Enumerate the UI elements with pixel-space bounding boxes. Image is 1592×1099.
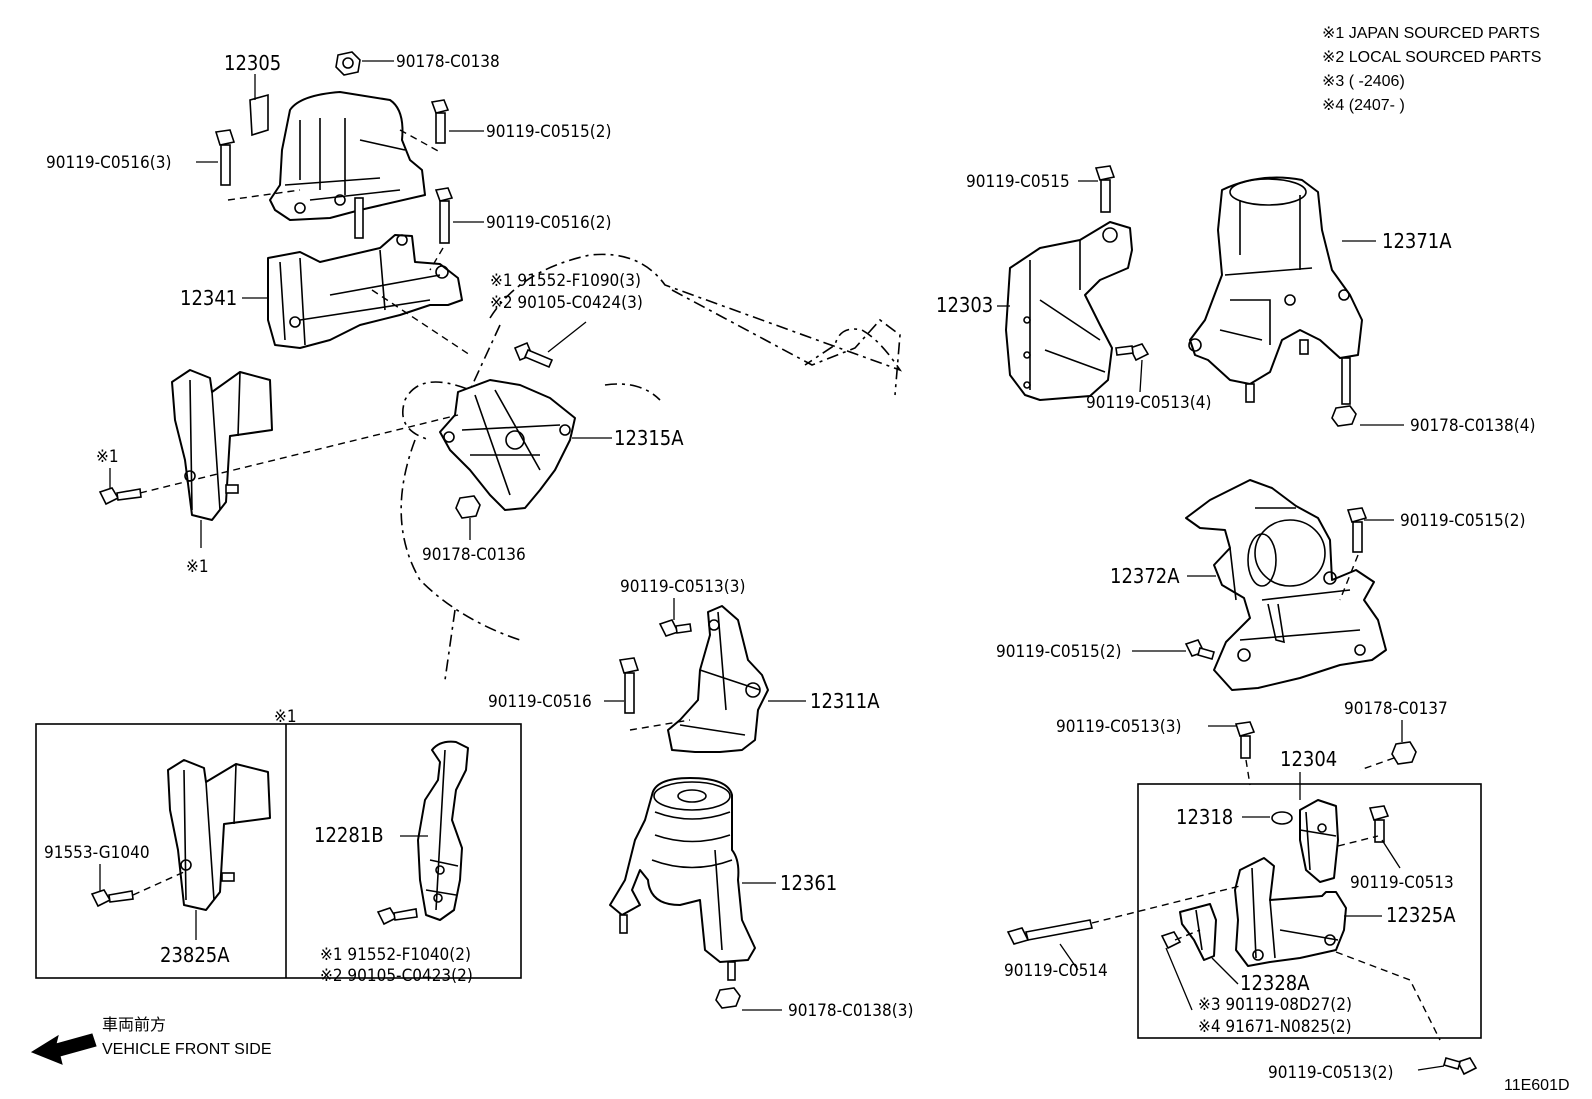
bolt-90119-C0513-2-bot[interactable] [1443,1057,1478,1076]
bolt-90119-C0516-mid[interactable] [618,657,640,714]
bolt-91553-G1040[interactable] [90,889,134,908]
label-90178-C0138-3: 90178-C0138(3) [788,1001,913,1021]
stud-12305 [354,197,364,239]
vehicle-front-arrow-icon [30,1033,97,1065]
label-90119-C0513-r: 90119-C0513 [1350,873,1454,893]
bolt-90119-C0513-3-mid[interactable] [658,619,692,637]
label-90178-C0138-top: 90178-C0138 [396,52,500,72]
label-12303: 12303 [936,293,993,317]
part-12372A-mount[interactable] [1185,479,1387,691]
part-12325A-bracket[interactable] [1234,857,1347,967]
label-91552-F1040: ※1 91552-F1040(2) [320,945,471,965]
part-12305-bracket[interactable] [249,91,426,221]
box-12304 [1137,783,1482,1039]
label-12325A: 12325A [1386,903,1456,927]
label-12371A: 12371A [1382,229,1452,253]
bolt-left-mark1[interactable] [98,487,142,506]
label-90178-C0136: 90178-C0136 [422,545,526,565]
legend-note-4: ※4 (2407- ) [1322,97,1405,114]
label-90105-C0423: ※2 90105-C0423(2) [320,966,473,986]
bolt-90119-C0513-3-r[interactable] [1234,721,1256,759]
label-23825A: 23825A [160,943,230,967]
engine-outline [400,253,903,681]
label-12305: 12305 [224,51,281,75]
leader-lines [99,60,1445,1071]
part-12281B-bracket[interactable] [417,740,469,921]
label-mark1-a: ※1 [96,447,119,467]
label-90178-C0138-4: 90178-C0138(4) [1410,416,1535,436]
nut-90178-C0138-3[interactable] [715,987,741,1009]
part-12311A-bracket[interactable] [667,605,769,753]
label-90119-C0513-4: 90119-C0513(4) [1086,393,1211,413]
bolt-90119-C0516-3[interactable] [214,129,236,186]
stud-12361 [727,961,736,981]
label-90178-C0137: 90178-C0137 [1344,699,1448,719]
label-12304: 12304 [1280,747,1337,771]
label-91552-F1090: ※1 91552-F1090(3) [490,271,641,291]
legend: ※1 JAPAN SOURCED PARTS ※2 LOCAL SOURCED … [1322,25,1541,114]
label-90119-C0515-r: 90119-C0515 [966,172,1070,192]
mark1-box [35,723,522,979]
bolt-90119-C0515-2-l[interactable] [1184,639,1215,660]
bolt-90119-C0513-r[interactable] [1368,805,1390,843]
bolt-90119-C0513-4[interactable] [1115,343,1150,362]
label-90105-C0424: ※2 90105-C0424(3) [490,293,643,313]
nut-90178-C0138-4[interactable] [1331,357,1357,427]
bolt-90119-C0515-r[interactable] [1094,165,1116,213]
label-mark1-b: ※1 [186,557,209,577]
part-12361-mount[interactable] [609,777,756,963]
label-90119-C0516-mid: 90119-C0516 [488,692,592,712]
label-90119-C0515-2-top: 90119-C0515(2) [486,122,611,142]
bolt-90119-C0515-2-r[interactable] [1346,507,1368,553]
label-90119-C0513-3-r: 90119-C0513(3) [1056,717,1181,737]
front-side-label-en: VEHICLE FRONT SIDE [102,1041,272,1058]
label-90119-C0513-3-mid: 90119-C0513(3) [620,577,745,597]
bolt-90119-C0515-top[interactable] [430,99,450,144]
bolt-91552-F1090[interactable] [513,341,554,369]
front-side-label-jp: 車両前方 [102,1016,166,1034]
bolt-90119-08D27[interactable] [1160,931,1182,950]
part-12318-bracket[interactable] [1271,799,1339,883]
label-12315A: 12315A [614,426,684,450]
label-90119-C0516-2: 90119-C0516(2) [486,213,611,233]
label-12318: 12318 [1176,805,1233,829]
bolt-90119-C0516-2[interactable] [434,187,454,244]
part-12371A-mount[interactable] [1188,176,1363,403]
legend-note-3: ※3 ( -2406) [1322,73,1405,90]
legend-note-1: ※1 JAPAN SOURCED PARTS [1322,25,1540,42]
part-12315A-bracket[interactable] [439,379,576,511]
label-12311A: 12311A [810,689,880,713]
part-12328A-bracket[interactable] [1179,903,1217,961]
label-12361: 12361 [780,871,837,895]
nut-90178-C0136[interactable] [455,495,481,519]
part-12341-bracket[interactable] [267,234,463,349]
label-12328A: 12328A [1240,971,1310,995]
label-90119-C0515-2-r: 90119-C0515(2) [1400,511,1525,531]
part-left-bracket-mark1[interactable] [171,369,273,521]
part-23825A-bracket[interactable] [167,759,271,911]
nut-90178-C0137[interactable] [1391,741,1417,765]
label-90119-C0513-2-bot: 90119-C0513(2) [1268,1063,1393,1083]
diagram-code: 11E601D [1504,1077,1570,1094]
legend-note-2: ※2 LOCAL SOURCED PARTS [1322,49,1541,66]
label-90119-C0514: 90119-C0514 [1004,961,1108,981]
part-labels: 12305 90178-C0138 90119-C0515(2) 90119-C… [44,51,1570,1094]
label-90119-C0515-2-l: 90119-C0515(2) [996,642,1121,662]
stud-12361-left [619,914,628,934]
label-90119-C0516-3: 90119-C0516(3) [46,153,171,173]
label-mark1-box: ※1 [274,707,297,727]
part-12303-bracket[interactable] [1005,221,1133,401]
bolt-91552-F1040[interactable] [376,907,418,926]
label-91671-N0825: ※4 91671-N0825(2) [1198,1017,1352,1037]
bolt-90178-C0138-top[interactable] [335,51,361,76]
label-91553-G1040: 91553-G1040 [44,843,150,863]
label-90119-08D27: ※3 90119-08D27(2) [1198,995,1352,1015]
label-12372A: 12372A [1110,564,1180,588]
label-12281B: 12281B [314,823,384,847]
bolt-90119-C0514[interactable] [1006,919,1093,945]
label-12341: 12341 [180,286,237,310]
